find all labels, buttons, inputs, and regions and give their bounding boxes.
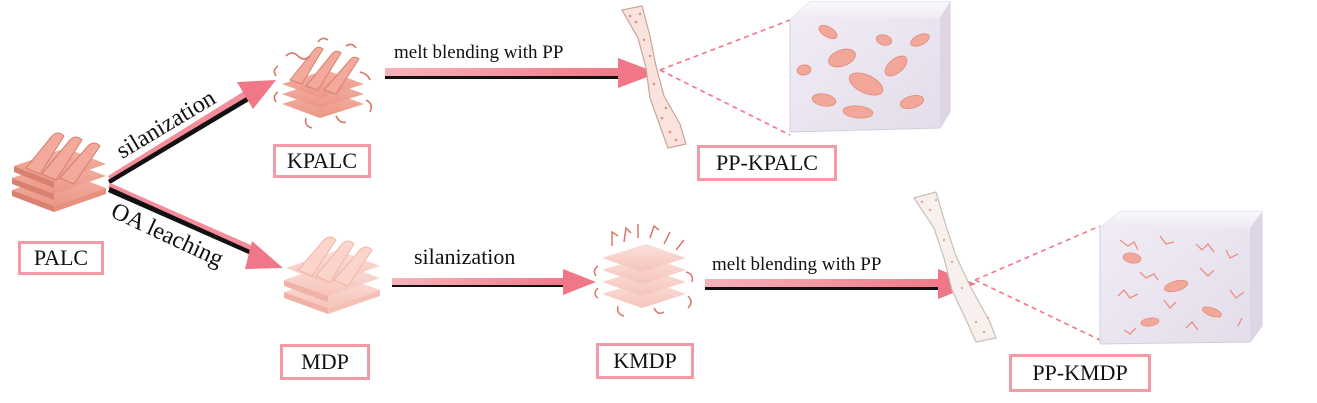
kpalc-icon [273,37,373,129]
arrow-silanization-top [108,80,276,184]
mdp-icon [284,236,380,314]
step-melt-blending-top: melt blending with PP [394,42,564,63]
label-pp-kmdp: PP-KMDP [1009,354,1151,392]
label-pp-kpalc: PP-KPALC [697,145,837,181]
step-melt-blending-bottom: melt blending with PP [712,254,882,275]
step-silanization-bottom: silanization [414,244,516,269]
label-mdp: MDP [280,344,370,380]
arrow-melt-top [385,58,658,88]
composite-cube-top-icon [789,1,951,133]
palc-icon [12,132,106,212]
arrow-silanization-bottom [392,269,596,295]
zoom-lines-bottom [974,225,1101,341]
specimen-top-icon [621,5,687,149]
label-kpalc: KPALC [273,144,371,178]
kmdp-icon [593,224,694,317]
label-kmdp: KMDP [596,343,694,379]
specimen-bottom-icon [913,191,997,343]
zoom-lines-top [659,19,791,136]
label-palc: PALC [18,241,104,275]
composite-cube-bottom-icon [1099,211,1263,345]
arrow-oa-leaching [108,183,283,269]
